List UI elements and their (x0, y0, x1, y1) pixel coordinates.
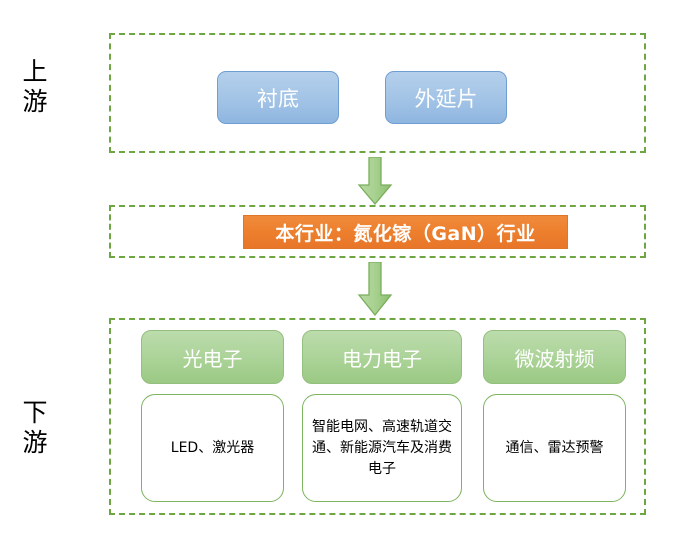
downstream-head-power-electronics[interactable]: 电力电子 (302, 330, 462, 384)
downstream-head-optoelectronics[interactable]: 光电子 (141, 330, 284, 384)
tier-label-downstream: 下 游 (12, 398, 58, 458)
tier-label-downstream-line1: 下 (22, 398, 48, 427)
downstream-head-power-electronics-label: 电力电子 (342, 346, 422, 371)
downstream-body-microwave-rf-text: 通信、雷达预警 (505, 439, 604, 456)
down-arrow-icon-industry-to-downstream (357, 262, 393, 316)
group-box-upstream (109, 33, 646, 153)
tier-label-upstream-line2: 游 (22, 87, 48, 116)
node-substrate[interactable]: 衬底 (217, 71, 339, 124)
node-this-industry-gan-label: 本行业：氮化镓（GaN）行业 (275, 222, 536, 245)
downstream-column-optoelectronics: 光电子 LED、激光器 (141, 330, 284, 502)
node-substrate-label: 衬底 (257, 86, 299, 111)
tier-label-downstream-line2: 游 (22, 428, 48, 457)
downstream-column-power-electronics: 电力电子 智能电网、高速轨道交通、新能源汽车及消费电子 (302, 330, 462, 502)
down-arrow-icon-upstream-to-industry (357, 157, 393, 205)
node-epitaxial-wafer[interactable]: 外延片 (385, 71, 507, 124)
downstream-body-power-electronics-text: 智能电网、高速轨道交通、新能源汽车及消费电子 (312, 418, 452, 477)
downstream-body-microwave-rf: 通信、雷达预警 (483, 394, 626, 502)
downstream-column-microwave-rf: 微波射频 通信、雷达预警 (483, 330, 626, 502)
node-epitaxial-wafer-label: 外延片 (414, 86, 478, 111)
node-this-industry-gan[interactable]: 本行业：氮化镓（GaN）行业 (243, 215, 568, 249)
downstream-head-optoelectronics-label: 光电子 (182, 346, 243, 371)
tier-label-upstream-line1: 上 (22, 57, 48, 86)
tier-label-upstream: 上 游 (12, 57, 58, 117)
downstream-body-optoelectronics: LED、激光器 (141, 394, 284, 502)
downstream-body-power-electronics: 智能电网、高速轨道交通、新能源汽车及消费电子 (302, 394, 462, 502)
downstream-body-optoelectronics-text: LED、激光器 (170, 439, 255, 456)
downstream-head-microwave-rf-label: 微波射频 (514, 346, 595, 371)
downstream-head-microwave-rf[interactable]: 微波射频 (483, 330, 626, 384)
